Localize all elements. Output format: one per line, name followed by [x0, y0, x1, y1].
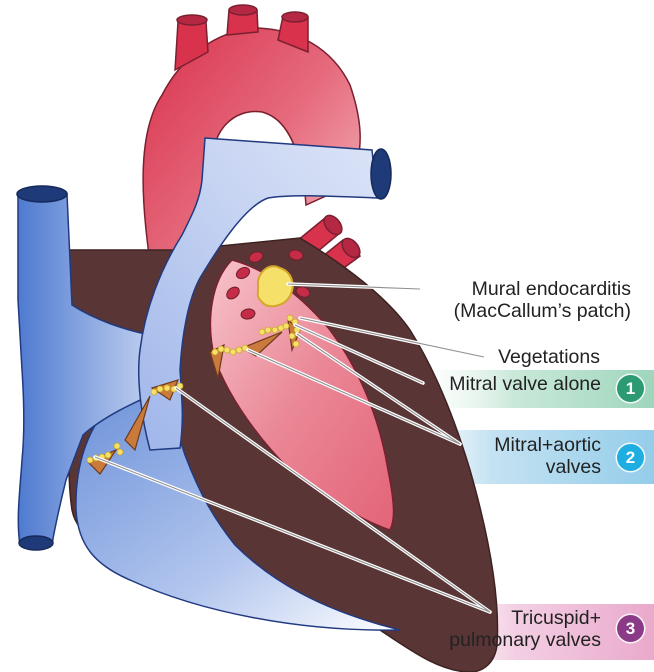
label-mural-endocarditis: Mural endocarditis (MacCallum’s patch) [454, 278, 631, 322]
badge-1: 1 [617, 375, 644, 402]
label-tricuspid-pulmonary-valves: Tricuspid+ pulmonary valves [449, 607, 601, 651]
pulmonary-trunk-opening [371, 149, 391, 199]
label-mural-line1: Mural endocarditis [454, 278, 631, 300]
ivc-opening [19, 536, 53, 550]
label-tricuspid-line1: Tricuspid+ [449, 607, 601, 629]
svc-opening [17, 186, 67, 202]
label-mitral-aortic-valves: Mitral+aortic valves [494, 434, 601, 478]
label-mitral-aortic-line1: Mitral+aortic [494, 434, 601, 456]
label-mural-line2: (MacCallum’s patch) [454, 300, 631, 322]
badge-2: 2 [617, 444, 644, 471]
label-mitral-aortic-line2: valves [494, 456, 601, 478]
label-mitral-valve-alone: Mitral valve alone [449, 373, 601, 395]
maccallum-patch [258, 266, 293, 306]
label-vegetations: Vegetations [498, 346, 600, 368]
badge-3: 3 [617, 615, 644, 642]
label-tricuspid-line2: pulmonary valves [449, 629, 601, 651]
